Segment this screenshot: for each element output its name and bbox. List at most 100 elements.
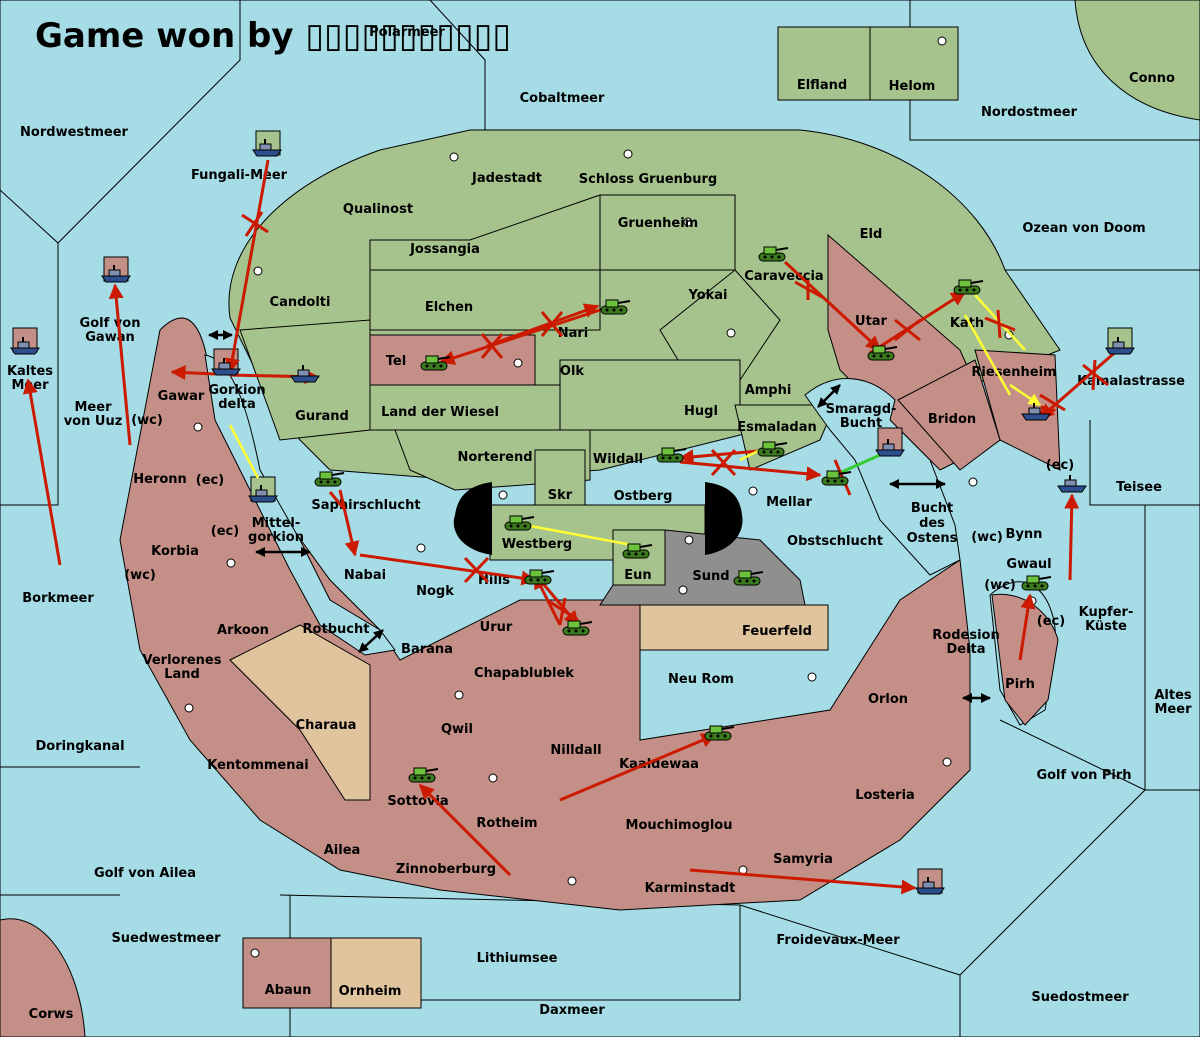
order-arrows [22,159,1121,895]
label-olk: Olk [560,364,585,379]
label-golf-pirh: Golf von Pirh [1036,768,1131,783]
label-wildall: Wildall [593,452,643,467]
label-amphi: Amphi [745,383,792,398]
strait-east [705,482,743,555]
label-nabai: Nabai [344,568,386,583]
label-kath: Kath [950,316,984,331]
label-obstschlucht: Obstschlucht [787,534,883,549]
label-rotbucht: Rotbucht [303,622,370,637]
label-gruenheim: Gruenheim [618,216,698,231]
label-jossangia: Jossangia [409,242,480,257]
label-conno: Conno [1129,71,1175,86]
label-tel: Tel [386,354,406,369]
coast-tag-wc: (wc) [124,568,156,583]
label-losteria: Losteria [855,788,915,803]
label-kupfer: Kupfer-Küste [1079,605,1134,634]
coast-tag-ec: (ec) [1046,458,1074,473]
coast-tag-ec: (ec) [196,473,224,488]
label-eun: Eun [624,568,651,583]
label-sottovia: Sottovia [387,794,448,809]
coast-tag-wc: (wc) [971,530,1003,545]
label-fungali: Fungali-Meer [191,168,288,183]
passage-arrows [208,330,991,703]
label-abaun: Abaun [265,983,312,998]
label-daxmeer: Daxmeer [539,1003,605,1018]
label-nilldall: Nilldall [550,743,601,758]
label-nari: Nari [558,326,589,341]
feuerfeld-land [639,604,829,651]
charaua-land [229,624,371,801]
label-gwaul: Gwaul [1006,557,1051,572]
coast-tag-ec: (ec) [1037,614,1065,629]
label-schloss: Schloss Gruenburg [579,172,717,187]
convoy-line [834,453,881,477]
label-rotheim: Rotheim [476,816,537,831]
label-ostberg: Ostberg [614,489,673,504]
label-mellar: Mellar [766,495,812,510]
label-mouchimoglou: Mouchimoglou [626,818,733,833]
label-mittel: Mittel-gorkion [248,516,304,545]
label-yokai: Yokai [687,288,727,303]
label-chapablublek: Chapablublek [474,666,574,681]
label-charaua: Charaua [296,718,357,733]
label-nordwestmeer: Nordwestmeer [20,125,128,140]
label-lithiumsee: Lithiumsee [477,951,558,966]
label-polarmeer: Polarmeer [369,25,445,40]
coast-tag-wc: (wc) [984,578,1016,593]
label-arkoon: Arkoon [217,623,269,638]
label-saphir: Saphirschlucht [311,498,420,513]
label-gawar: Gawar [158,389,205,404]
label-utar: Utar [855,314,888,329]
label-samyria: Samyria [773,852,833,867]
label-pirh: Pirh [1005,677,1035,692]
label-westberg: Westberg [502,537,572,552]
label-nogk: Nogk [416,584,454,599]
label-qwil: Qwil [441,722,473,737]
elfland-land [777,26,871,101]
label-feuerfeld: Feuerfeld [742,624,812,639]
label-elchen: Elchen [425,300,473,315]
label-heronn: Heronn [133,472,187,487]
label-gurand: Gurand [295,409,349,424]
label-neu-rom: Neu Rom [668,672,734,687]
label-riesenheim: Riesenheim [971,365,1056,380]
supply-centres [184,36,1037,958]
label-karminstadt: Karminstadt [645,881,736,896]
label-teisee: Teisee [1116,480,1162,495]
label-eld: Eld [860,227,883,242]
label-bynn: Bynn [1006,527,1043,542]
label-ailea: Ailea [324,843,361,858]
label-smaragd: Smaragd-Bucht [826,402,897,431]
label-ozean: Ozean von Doom [1022,221,1145,236]
conno-land [1074,0,1200,121]
label-esmaladan: Esmaladan [737,420,817,435]
region-labels: Polarmeer Cobaltmeer Nordwestmeer Elflan… [7,25,1192,1022]
label-sund: Sund [692,569,729,584]
label-candolti: Candolti [270,295,331,310]
coast-tags: (wc) (ec) (ec) (wc) (ec) (wc) (wc) (ec) [124,413,1074,629]
label-elfland: Elfland [797,78,847,93]
label-qualinost: Qualinost [343,202,413,217]
ornheim-land [330,937,422,1009]
label-bridon: Bridon [928,412,976,427]
label-wiesel: Land der Wiesel [381,405,499,420]
label-kamalastrasse: Kamalastrasse [1077,374,1185,389]
label-helom: Helom [889,79,936,94]
label-corws: Corws [29,1007,74,1022]
label-hugl: Hugl [684,404,718,419]
label-froidevaux: Froidevaux-Meer [776,933,900,948]
label-jadestadt: Jadestadt [471,171,542,186]
label-borkmeer: Borkmeer [22,591,94,606]
label-barana: Barana [401,642,453,657]
pirh-peninsula [991,593,1059,726]
label-skr: Skr [548,488,573,503]
strait-west [453,482,492,555]
label-suedwestmeer: Suedwestmeer [111,931,221,946]
label-kentommenai: Kentommenai [207,758,308,773]
